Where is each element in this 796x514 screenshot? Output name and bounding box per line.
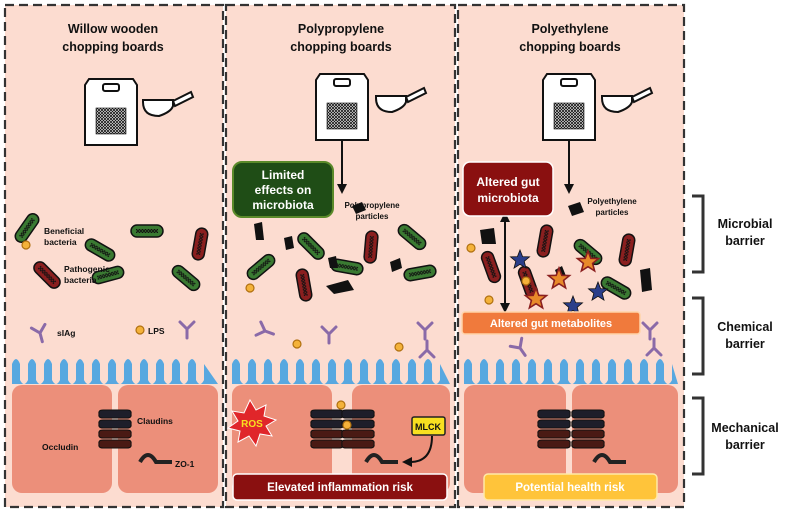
barrier-label-microbial-1: Microbial: [718, 217, 773, 231]
mlck-arrow: [409, 435, 433, 463]
panel-title-willow-1: Willow wooden: [68, 22, 158, 36]
pathogenic-label-1: Pathogenic: [64, 264, 110, 274]
barrier-label-mechanical-1: Mechanical: [711, 421, 778, 435]
beneficial-label-1: Beneficial: [44, 226, 84, 236]
pp-particles-label-1: Polypropylene: [344, 201, 400, 210]
double-arrow: [500, 212, 510, 313]
epithelial-cells: [12, 385, 678, 493]
pe-particles-label-1: Polyethylene: [587, 197, 637, 206]
pathogenic-bacterium: [362, 229, 380, 265]
limited-box-line2: effects on: [255, 183, 312, 197]
mlck-text: MLCK: [415, 422, 441, 432]
board-arrows: [337, 140, 574, 194]
limited-effects-box: [232, 161, 334, 218]
occludin-label: Occludin: [42, 442, 78, 452]
beneficial-bacterium: [130, 224, 164, 238]
altered-box-line1: Altered gut: [476, 175, 539, 189]
lps-dots: [21, 240, 531, 430]
claudins-label: Claudins: [137, 416, 173, 426]
panel-title-pp-1: Polypropylene: [298, 22, 384, 36]
altered-microbiota-box: [462, 161, 554, 217]
altered-metabolites-text: Altered gut metabolites: [490, 318, 612, 330]
mucus-layers: [12, 359, 678, 384]
panel-title-pe-1: Polyethylene: [531, 22, 608, 36]
potential-health-box: [483, 473, 658, 501]
zo1-protein-3: [592, 453, 626, 464]
barrier-label-microbial-2: barrier: [725, 234, 765, 248]
plastic-particles: [254, 202, 652, 294]
zo1-label: ZO-1: [175, 459, 195, 469]
chopping-board-3: [542, 73, 596, 141]
zo1-protein-2: [364, 453, 398, 464]
altered-box-line2: microbiota: [477, 191, 539, 205]
elevated-inflammation-box: [232, 473, 448, 501]
pe-particles-label-2: particles: [596, 208, 629, 217]
elevated-inflammation-text: Elevated inflammation risk: [267, 482, 413, 494]
limited-box-line3: microbiota: [252, 198, 314, 212]
limited-box-line1: Limited: [262, 168, 305, 182]
zo1-protein: [138, 453, 172, 464]
chopping-board-1: [84, 78, 138, 146]
potential-health-text: Potential health risk: [515, 482, 625, 494]
pp-particles-label-2: particles: [356, 212, 389, 221]
siag-label: sIAg: [57, 328, 75, 338]
pathogenic-label-2: bacteria: [64, 275, 97, 285]
barrier-label-chemical-2: barrier: [725, 337, 765, 351]
altered-metabolites-box: [461, 311, 641, 335]
beneficial-label-2: bacteria: [44, 237, 77, 247]
ros-text: ROS: [241, 419, 263, 430]
panel-title-willow-2: chopping boards: [62, 40, 163, 54]
panel-title-pe-2: chopping boards: [519, 40, 620, 54]
ros-burst: [226, 398, 278, 448]
chopping-board-2: [315, 73, 369, 141]
barrier-brackets: [692, 194, 705, 476]
lps-label: LPS: [148, 326, 165, 336]
barrier-label-chemical-1: Chemical: [717, 320, 773, 334]
mlck-arrowhead: [402, 457, 412, 467]
barrier-label-mechanical-2: barrier: [725, 438, 765, 452]
mlck-box: [411, 416, 446, 436]
panel-title-pp-2: chopping boards: [290, 40, 391, 54]
